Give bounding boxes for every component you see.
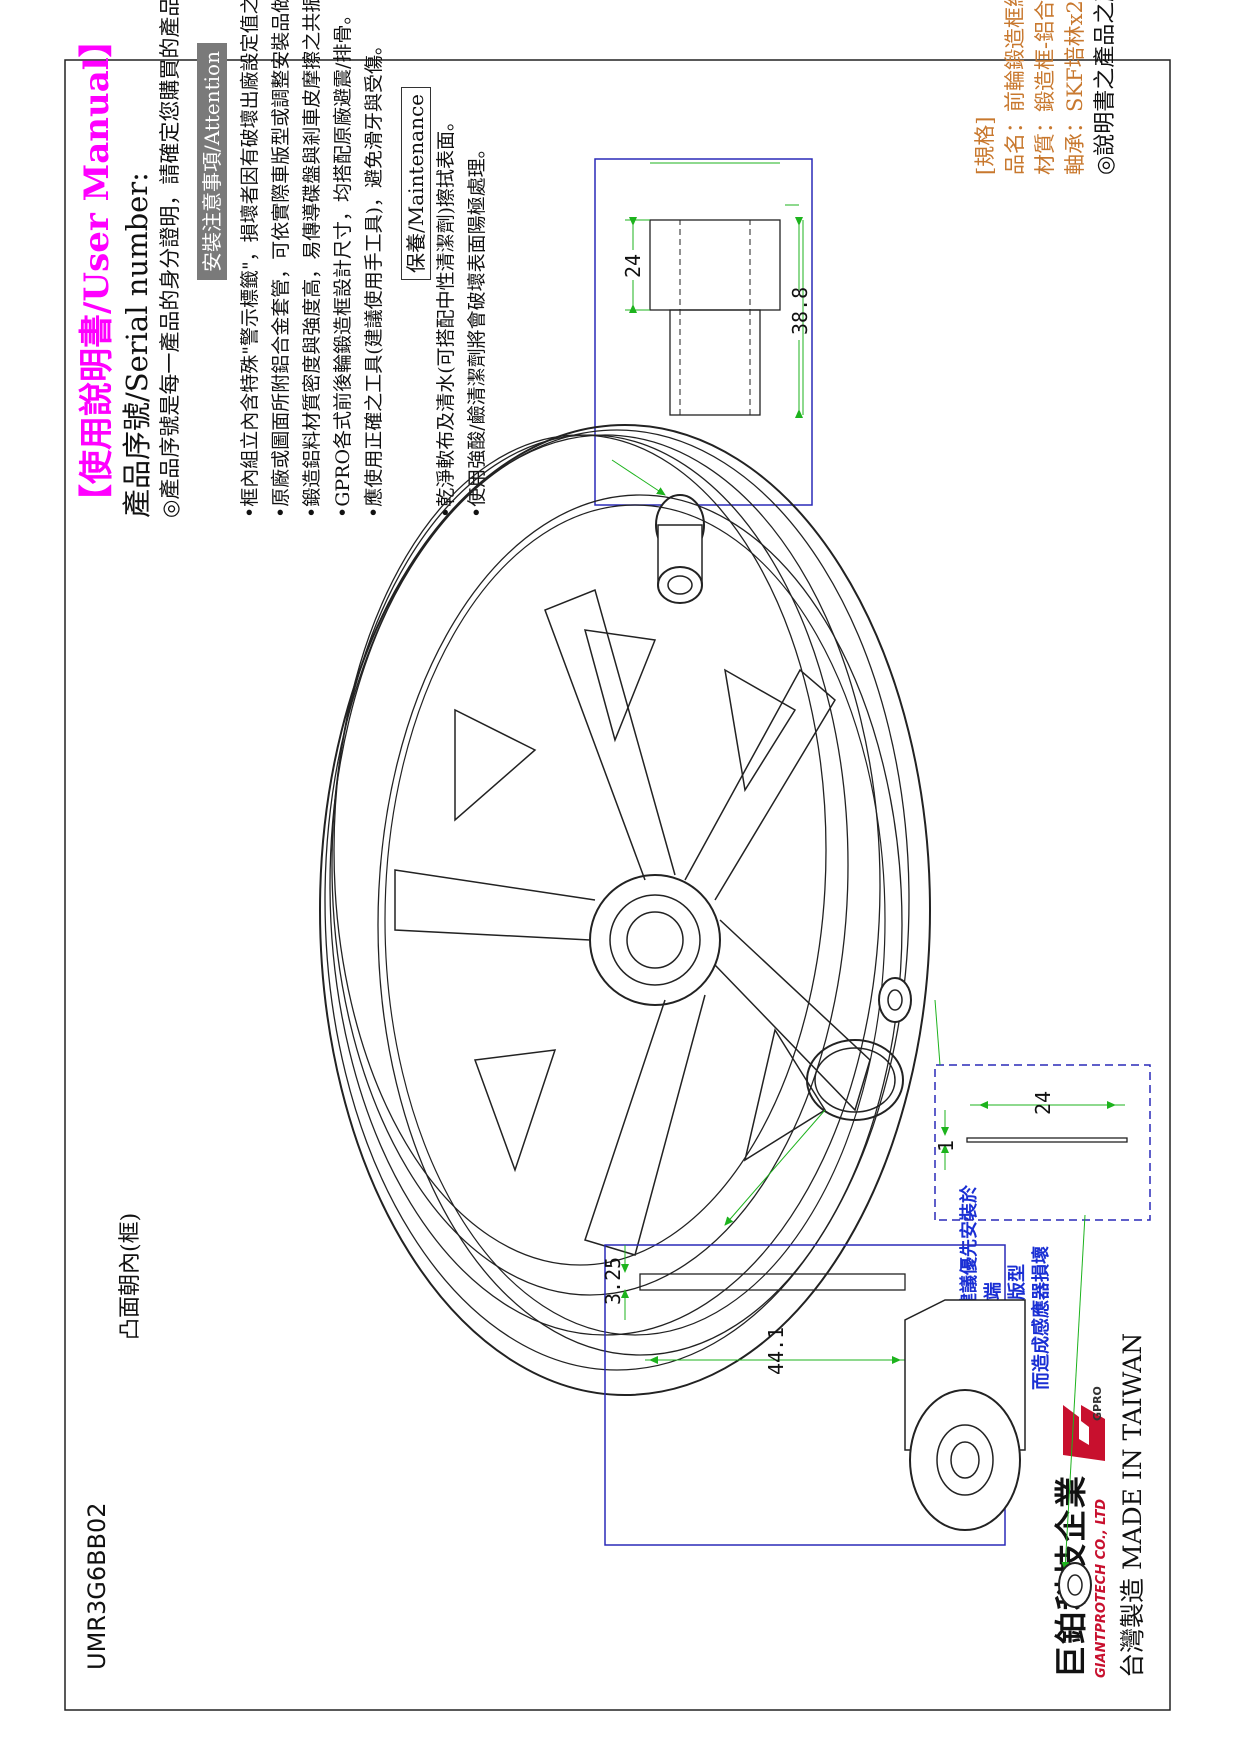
dim-spacer-length: 24 bbox=[621, 254, 645, 278]
washer-detail bbox=[934, 1064, 1151, 1221]
dim-spacer-diameter: 38.8 bbox=[788, 287, 812, 335]
spacer-part bbox=[655, 494, 705, 604]
wheel bbox=[319, 424, 931, 1396]
dim-seal-thickness: 3.25 bbox=[601, 1257, 625, 1305]
rotated-content: 【使用說明書/User Manual】 產品序號/Serial number: … bbox=[65, 0, 1170, 1700]
bearing-assembly-part bbox=[904, 1299, 1026, 1531]
logo-text: GPRO bbox=[1091, 1386, 1104, 1421]
leader-washer bbox=[934, 999, 941, 1066]
dim-seal-diameter: 44.1 bbox=[764, 1327, 788, 1375]
dim-washer-width: 24 bbox=[1031, 1091, 1055, 1115]
seal-ring-part bbox=[806, 1039, 904, 1121]
dim-washer-thickness: 1 bbox=[934, 1140, 958, 1152]
exploded-wheel-drawing: 24 38.8 bbox=[319, 158, 1151, 1608]
leader-bearing-washer bbox=[1061, 1214, 1086, 1571]
leader-seal bbox=[724, 1109, 826, 1226]
leader-spacer bbox=[611, 459, 666, 496]
spacer-detail bbox=[594, 158, 813, 506]
